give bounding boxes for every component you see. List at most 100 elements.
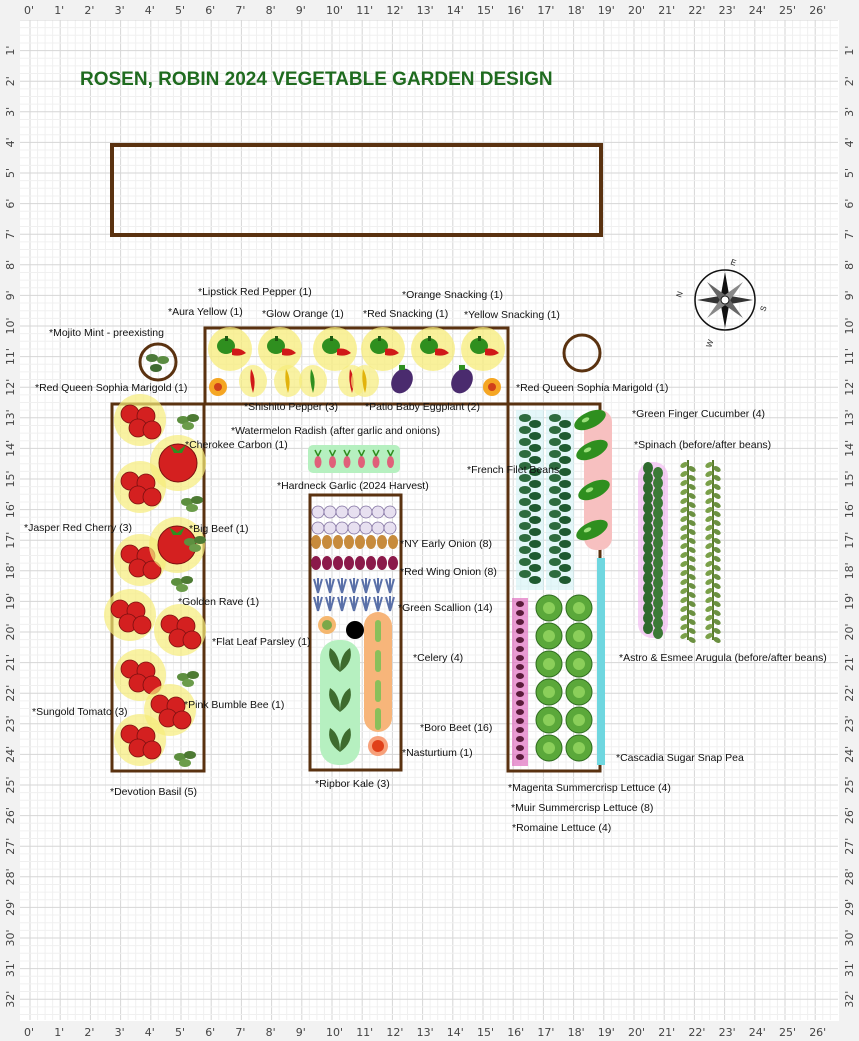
arugula-icon <box>688 565 696 571</box>
ruler-bottom-tick: 12' <box>386 1026 403 1039</box>
garlic-icon <box>311 521 325 535</box>
bean-leaf-icon <box>519 558 531 566</box>
spinach-icon <box>643 552 653 564</box>
bean-leaf-icon <box>519 462 531 470</box>
cherry-tomato-icon <box>182 630 202 650</box>
ruler-top-tick: 10' <box>326 4 343 17</box>
ruler-top-tick: 11' <box>356 4 373 17</box>
ruler-bottom-tick: 6' <box>205 1026 215 1039</box>
spinach-icon <box>653 467 663 479</box>
label-garlic: *Hardneck Garlic (2024 Harvest) <box>277 480 429 492</box>
eggplant-icon <box>451 368 473 394</box>
chili-icon <box>337 348 351 356</box>
arugula-icon <box>705 606 713 612</box>
arugula-icon <box>713 547 721 553</box>
ruler-bottom-tick: 0' <box>24 1026 34 1039</box>
eggplant-cap <box>399 365 405 370</box>
kale-icon <box>329 728 351 752</box>
scallion-icon <box>349 596 359 612</box>
bean-leaf-icon <box>549 414 561 422</box>
ruler-bottom-tick: 23' <box>719 1026 736 1039</box>
basil-leaf <box>182 422 194 430</box>
beet-icon <box>516 718 524 724</box>
spinach-icon <box>653 597 663 609</box>
spinach-row-bg <box>638 462 668 638</box>
beet-icon <box>516 637 524 643</box>
arugula-icon <box>680 579 688 585</box>
bed-top-empty[interactable] <box>110 143 603 237</box>
pepper-stem <box>478 336 481 341</box>
arugula-icon <box>705 516 713 522</box>
ruler-left-bg <box>0 0 20 1041</box>
beet-icon <box>516 673 524 679</box>
scallion-icon <box>325 596 335 612</box>
label-lipstick: *Lipstick Red Pepper (1) <box>198 286 312 298</box>
mint-pot[interactable] <box>138 342 178 382</box>
bed-peppers[interactable] <box>203 326 510 406</box>
cucumber-highlight <box>585 487 594 493</box>
arugula-icon <box>680 561 688 567</box>
compass-w: W <box>704 338 715 349</box>
spinach-icon <box>653 547 663 559</box>
spinach-icon <box>653 577 663 589</box>
arugula-icon <box>713 637 721 643</box>
pepper-stem <box>330 336 333 341</box>
ruler-bottom-tick: 5' <box>175 1026 185 1039</box>
lettuce-center <box>573 686 585 698</box>
ruler-bottom-tick: 18' <box>568 1026 585 1039</box>
arugula-icon <box>705 480 713 486</box>
bean-leaf-icon <box>519 438 531 446</box>
bean-leaf-icon <box>519 498 531 506</box>
red-onion-icon <box>388 556 398 570</box>
ruler-right-tick: 15' <box>843 470 856 487</box>
radish-icon <box>343 456 351 468</box>
arugula-icon <box>680 489 688 495</box>
bean-leaf-icon <box>559 432 571 440</box>
garlic-icon <box>383 505 397 519</box>
eggplant-cap <box>459 365 465 370</box>
bean-leaf-icon <box>529 432 541 440</box>
ruler-right-tick: 18' <box>843 562 856 579</box>
bell-pepper-icon <box>420 338 438 354</box>
scallion-icon <box>337 578 347 594</box>
beet-icon <box>516 655 524 661</box>
bean-leaf-icon <box>559 504 571 512</box>
arugula-icon <box>688 574 696 580</box>
garlic-icon <box>347 505 361 519</box>
basil-leaf <box>194 536 206 544</box>
bean-leaf-icon <box>549 438 561 446</box>
arugula-icon <box>680 516 688 522</box>
kale-icon <box>329 648 351 672</box>
arugula-icon <box>713 502 721 508</box>
ny-onion-icon <box>377 535 387 549</box>
arugula-icon <box>713 511 721 517</box>
ruler-right-tick: 22' <box>843 685 856 702</box>
arugula-icon <box>705 624 713 630</box>
arugula-icon <box>713 475 721 481</box>
ruler-left-tick: 11' <box>4 348 17 365</box>
red-onion-icon <box>377 556 387 570</box>
ruler-bottom-tick: 25' <box>779 1026 796 1039</box>
cucumber-highlight <box>581 417 590 423</box>
bean-leaf-icon <box>549 426 561 434</box>
spinach-icon <box>643 472 653 484</box>
spinach-icon <box>643 462 653 474</box>
arugula-icon <box>688 619 696 625</box>
ruler-right-tick: 4' <box>843 137 856 147</box>
radish-leaf <box>328 449 337 457</box>
label-aura: *Aura Yellow (1) <box>168 306 243 318</box>
basil-icon <box>174 753 186 761</box>
bed-alliums[interactable] <box>308 493 403 772</box>
empty-pot[interactable] <box>562 333 602 373</box>
bean-leaf-icon <box>549 558 561 566</box>
arugula-icon <box>705 543 713 549</box>
ruler-right-tick: 17' <box>843 532 856 549</box>
beet-icon <box>516 619 524 625</box>
shishito-icon <box>310 369 315 393</box>
label-big-beef: *Big Beef (1) <box>189 523 249 535</box>
basil-leaf <box>176 584 188 592</box>
ruler-bottom-tick: 15' <box>477 1026 494 1039</box>
ruler-top-tick: 9' <box>296 4 306 17</box>
bean-leaf-icon <box>529 576 541 584</box>
